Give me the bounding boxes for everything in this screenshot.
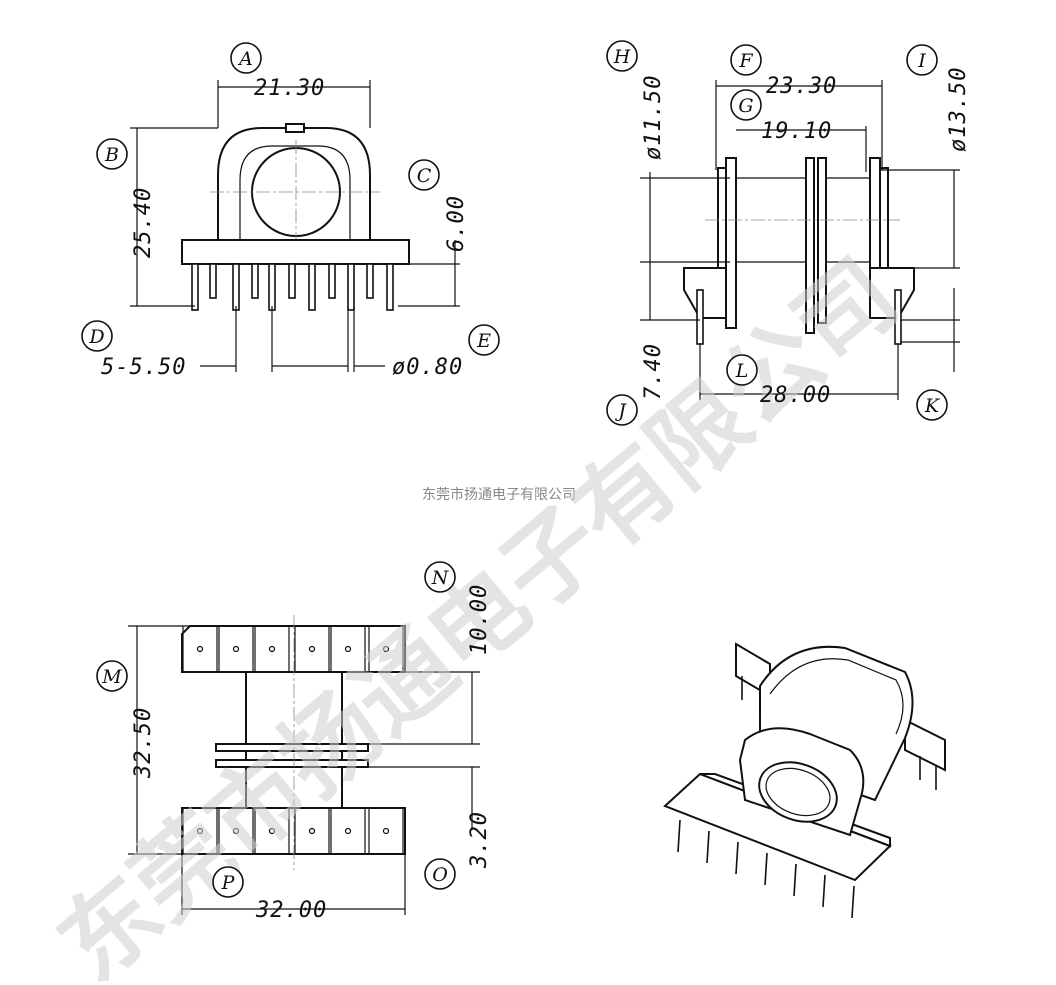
ref-label-e: E: [468, 324, 500, 356]
ref-label-o: O: [424, 858, 456, 890]
pin: [308, 263, 316, 311]
ref-letter: E: [476, 330, 491, 352]
dim-g-value: 19.10: [761, 119, 832, 144]
ref-label-i: I: [906, 44, 938, 76]
ref-label-f: F: [730, 44, 762, 76]
pin-hole: [344, 645, 352, 653]
iso-pin: [764, 852, 768, 886]
dim-a-value: 21.30: [254, 76, 325, 101]
ref-letter: L: [735, 360, 749, 382]
ref-circle: [730, 89, 762, 121]
ref-letter: G: [738, 95, 753, 117]
dim-h-value: ø11.50: [641, 75, 666, 160]
ref-label-j: J: [606, 394, 638, 426]
dim-p-value: 32.00: [255, 898, 327, 923]
ref-letter: P: [221, 872, 236, 894]
pin: [366, 263, 374, 299]
ref-circle: [906, 44, 938, 76]
dim-l-value: 28.00: [760, 383, 831, 408]
ref-label-g: G: [730, 89, 762, 121]
pin-hole: [232, 827, 240, 835]
ref-letter: C: [417, 165, 432, 187]
ref-letter: H: [613, 46, 631, 68]
pin-hole: [196, 645, 204, 653]
dim-f-value: 23.30: [766, 74, 837, 99]
ref-letter: K: [924, 395, 941, 417]
pin: [209, 263, 217, 299]
ref-circle: [96, 138, 128, 170]
ref-circle: [81, 320, 113, 352]
ref-label-l: L: [726, 354, 758, 386]
pin-hole: [268, 827, 276, 835]
isometric-view: [663, 642, 946, 919]
iso-pin: [706, 830, 710, 864]
ref-label-p: P: [212, 866, 244, 898]
ref-circle: [916, 389, 948, 421]
dim-i-value: ø13.50: [946, 67, 971, 152]
pin-hole: [196, 827, 204, 835]
dim-o-value: 3.20: [467, 811, 492, 869]
ref-letter: A: [237, 48, 253, 70]
dim-j-value: 7.40: [641, 343, 666, 400]
pin-hole: [232, 645, 240, 653]
ref-circle: [230, 42, 262, 74]
iso-pin: [735, 841, 739, 875]
ref-label-b: B: [96, 138, 128, 170]
iso-pin: [677, 819, 681, 853]
ref-label-n: N: [424, 561, 456, 593]
ref-letter: N: [431, 567, 450, 589]
ref-letter: J: [614, 400, 627, 422]
iso-pin: [793, 863, 797, 897]
ref-circle: [424, 561, 456, 593]
pin: [268, 263, 276, 311]
ref-letter: F: [738, 50, 753, 72]
ref-label-m: M: [96, 660, 128, 692]
ref-letter: B: [104, 144, 119, 166]
pin-hole: [382, 827, 390, 835]
ref-label-h: H: [606, 40, 638, 72]
ref-circle: [730, 44, 762, 76]
ref-circle: [424, 858, 456, 890]
pin-hole: [344, 827, 352, 835]
ref-label-a: A: [230, 42, 262, 74]
company-caption: 东莞市扬通电子有限公司: [422, 486, 576, 503]
dim-n-value: 10.00: [467, 584, 492, 655]
pin: [328, 263, 336, 299]
ref-circle: [408, 159, 440, 191]
iso-pin: [822, 874, 826, 908]
pin-hole: [382, 645, 390, 653]
dim-m-value: 32.50: [131, 707, 156, 779]
front-view: [130, 80, 460, 372]
pin: [347, 263, 355, 311]
ref-letter: M: [101, 666, 122, 688]
ref-letter: I: [917, 50, 926, 72]
pin: [386, 263, 394, 311]
dim-d-value: 5-5.50: [101, 355, 186, 380]
ref-circle: [468, 324, 500, 356]
side-view: [640, 80, 960, 400]
dim-c-value: 6.00: [444, 195, 469, 252]
pin: [251, 263, 259, 299]
ref-circle: [606, 394, 638, 426]
ref-label-k: K: [916, 389, 948, 421]
ref-circle: [606, 40, 638, 72]
ref-label-d: D: [81, 320, 113, 352]
dim-e-value: ø0.80: [392, 355, 463, 380]
ref-circle: [96, 660, 128, 692]
pin-hole: [308, 827, 316, 835]
pin: [288, 263, 296, 299]
pin-hole: [308, 645, 316, 653]
pin: [232, 263, 240, 311]
dim-b-value: 25.40: [131, 187, 156, 258]
pin-hole: [268, 645, 276, 653]
iso-pin: [851, 885, 855, 919]
ref-letter: D: [88, 326, 104, 348]
ref-letter: O: [432, 864, 448, 886]
pin: [191, 263, 199, 311]
ref-circle: [726, 354, 758, 386]
ref-circle: [212, 866, 244, 898]
ref-label-c: C: [408, 159, 440, 191]
bottom-view: [128, 615, 480, 915]
